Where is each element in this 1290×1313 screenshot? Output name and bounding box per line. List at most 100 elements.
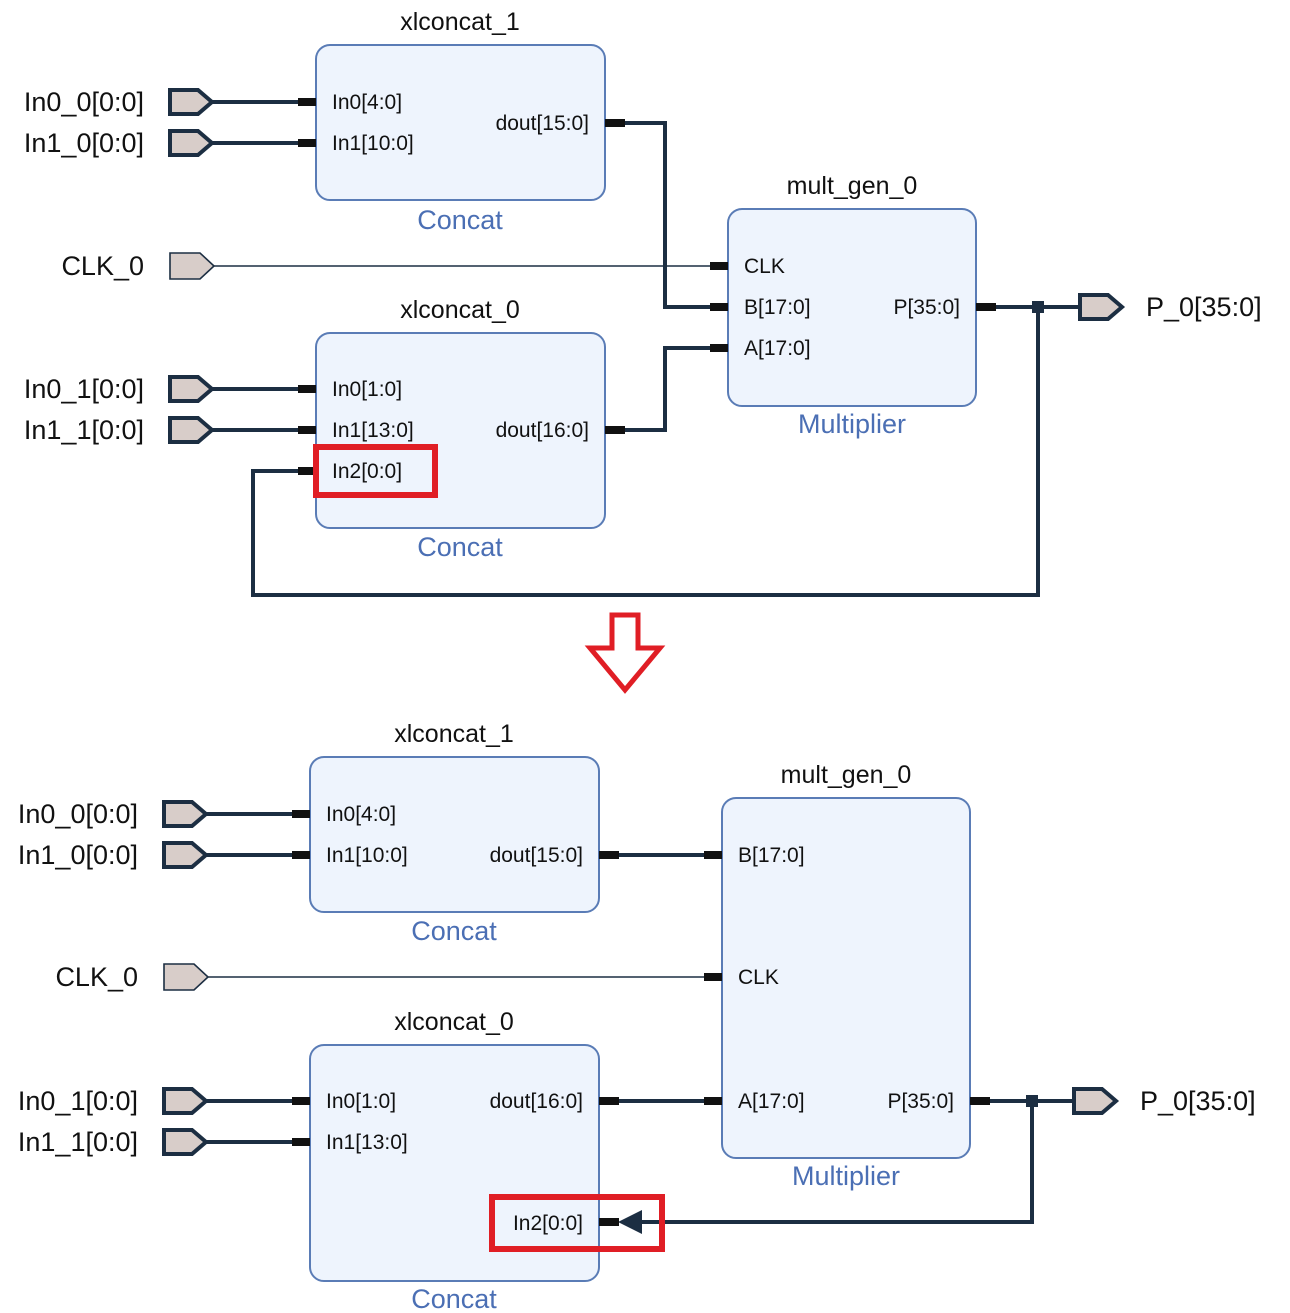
port-label-p: P_0[35:0] [1140, 1086, 1256, 1116]
pin-stub-b [710, 303, 728, 311]
input-port-in0_1[interactable] [168, 375, 216, 403]
port-label-in1_1: In1_1[0:0] [24, 415, 144, 445]
pin-stub-in0 [298, 385, 316, 393]
block-type-label: Concat [411, 916, 497, 946]
pin-stub-in0 [298, 98, 316, 106]
top-diagram: In0_0[0:0] In1_0[0:0] CLK_0 In0_1[0:0] I… [24, 8, 1262, 597]
block-mult_gen_0[interactable]: mult_gen_0 CLK B[17:0] A[17:0] P[35:0] M… [710, 172, 996, 439]
port-label-clk: CLK_0 [55, 962, 138, 992]
block-xlconcat_0[interactable]: xlconcat_0 In0[1:0] In1[13:0] In2[0:0] d… [298, 296, 625, 562]
pin-label-in1: In1[13:0] [326, 1131, 408, 1154]
wire-feedback [636, 1101, 1034, 1224]
block-type-label: Multiplier [798, 409, 906, 439]
port-label-in1_1: In1_1[0:0] [18, 1127, 138, 1157]
block-type-label: Concat [417, 205, 503, 235]
pin-stub-in2 [599, 1218, 619, 1226]
pin-stub-in1 [298, 426, 316, 434]
wire-feedback [251, 307, 1040, 597]
port-label-p: P_0[35:0] [1146, 292, 1262, 322]
input-port-in1_0[interactable] [162, 841, 210, 869]
input-port-in1_0[interactable] [168, 129, 216, 157]
port-label-in0_0: In0_0[0:0] [18, 799, 138, 829]
pin-stub-in1 [292, 851, 310, 859]
block-type-label: Concat [411, 1284, 497, 1313]
port-label-clk: CLK_0 [61, 251, 144, 281]
pin-label-a: A[17:0] [738, 1090, 805, 1113]
pin-stub-in1 [298, 139, 316, 147]
highlight-box-in2 [313, 444, 438, 498]
output-port-p[interactable] [1072, 1087, 1120, 1115]
bottom-diagram: In0_0[0:0] In1_0[0:0] CLK_0 In0_1[0:0] I… [18, 720, 1256, 1313]
block-xlconcat_1[interactable]: xlconcat_1 In0[4:0] In1[10:0] dout[15:0]… [298, 8, 625, 235]
pin-label-dout: dout[15:0] [490, 844, 583, 867]
block-instance-name: xlconcat_1 [394, 720, 514, 748]
wire-junction [1026, 1095, 1038, 1107]
block-type-label: Concat [417, 532, 503, 562]
pin-label-in1: In1[10:0] [332, 132, 414, 155]
down-arrow-icon [584, 612, 666, 694]
pin-label-dout: dout[16:0] [490, 1090, 583, 1113]
pin-label-clk: CLK [744, 255, 785, 278]
highlight-box-in2 [489, 1194, 665, 1252]
pin-label-in1: In1[10:0] [326, 844, 408, 867]
pin-stub-dout [605, 119, 625, 127]
block-instance-name: xlconcat_1 [400, 8, 520, 36]
pin-label-in2: In2[0:0] [513, 1212, 583, 1235]
pin-label-clk: CLK [738, 966, 779, 989]
pin-label-a: A[17:0] [744, 337, 811, 360]
input-port-in0_1[interactable] [162, 1087, 210, 1115]
pin-stub-p [976, 303, 996, 311]
input-port-in0_0[interactable] [168, 88, 216, 116]
pin-label-in0: In0[1:0] [326, 1090, 396, 1113]
port-label-in1_0: In1_0[0:0] [18, 840, 138, 870]
pin-stub-dout [599, 1097, 619, 1105]
pin-stub-clk [710, 262, 728, 270]
pin-label-p: P[35:0] [887, 1090, 954, 1113]
block-instance-name: mult_gen_0 [781, 761, 912, 789]
port-label-in1_0: In1_0[0:0] [24, 128, 144, 158]
pin-stub-dout [599, 851, 619, 859]
pin-stub-in1 [292, 1138, 310, 1146]
input-port-clk[interactable] [169, 252, 216, 280]
block-xlconcat_0[interactable]: xlconcat_0 In0[1:0] In1[13:0] dout[16:0]… [292, 1008, 665, 1313]
block-body[interactable] [309, 756, 600, 913]
block-instance-name: xlconcat_0 [400, 296, 520, 324]
pin-label-b: B[17:0] [738, 844, 805, 867]
port-label-in0_1: In0_1[0:0] [24, 374, 144, 404]
pin-label-b: B[17:0] [744, 296, 811, 319]
pin-label-p: P[35:0] [893, 296, 960, 319]
block-xlconcat_1[interactable]: xlconcat_1 In0[4:0] In1[10:0] dout[15:0]… [292, 720, 619, 946]
block-body[interactable] [309, 1044, 600, 1282]
block-instance-name: xlconcat_0 [394, 1008, 514, 1036]
pin-stub-in0 [292, 810, 310, 818]
pin-label-in1: In1[13:0] [332, 419, 414, 442]
port-label-in0_1: In0_1[0:0] [18, 1086, 138, 1116]
feedback-arrowhead-icon [618, 1210, 642, 1234]
pin-label-in0: In0[4:0] [326, 803, 396, 826]
input-port-in1_1[interactable] [168, 416, 216, 444]
input-port-in1_1[interactable] [162, 1128, 210, 1156]
output-port-p[interactable] [1078, 293, 1126, 321]
pin-label-in2: In2[0:0] [332, 460, 402, 483]
pin-stub-dout [605, 426, 625, 434]
input-port-clk[interactable] [163, 963, 210, 991]
pin-label-in0: In0[4:0] [332, 91, 402, 114]
pin-stub-clk [704, 973, 722, 981]
pin-stub-in2 [298, 467, 316, 475]
wire-concat1-to-b [625, 121, 712, 309]
wire-concat0-to-a [625, 346, 712, 432]
block-instance-name: mult_gen_0 [787, 172, 918, 200]
pin-stub-a [704, 1097, 722, 1105]
input-port-in0_0[interactable] [162, 800, 210, 828]
block-type-label: Multiplier [792, 1161, 900, 1191]
block-mult_gen_0[interactable]: mult_gen_0 B[17:0] CLK A[17:0] P[35:0] M… [704, 761, 990, 1191]
pin-label-dout: dout[15:0] [496, 112, 589, 135]
pin-label-dout: dout[16:0] [496, 419, 589, 442]
pin-stub-b [704, 851, 722, 859]
pin-stub-a [710, 344, 728, 352]
pin-stub-p [970, 1097, 990, 1105]
wire-junction [1032, 301, 1044, 313]
port-label-in0_0: In0_0[0:0] [24, 87, 144, 117]
pin-label-in0: In0[1:0] [332, 378, 402, 401]
